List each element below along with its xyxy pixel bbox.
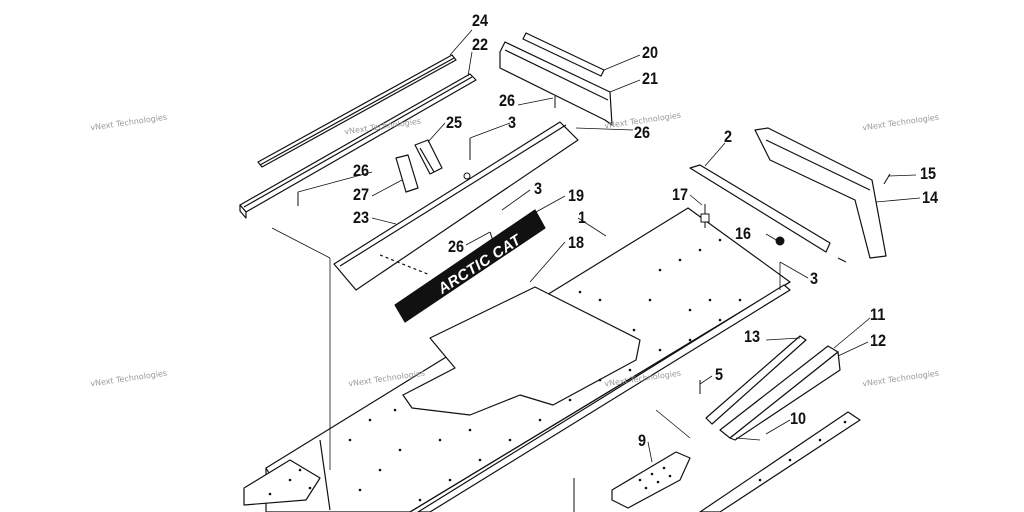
callout-26-c: 26 — [353, 161, 370, 180]
callout-26-b: 26 — [634, 123, 651, 142]
callout-27: 27 — [353, 185, 370, 204]
callout-11: 11 — [870, 305, 886, 324]
callout-14: 14 — [922, 188, 939, 207]
part-22-channel — [239, 73, 477, 219]
callout-13: 13 — [744, 327, 761, 346]
part-19-decal — [394, 209, 546, 323]
callout-10: 10 — [790, 409, 807, 428]
fasteners — [297, 96, 891, 512]
part-27-bracket — [395, 154, 419, 193]
callout-22: 22 — [472, 35, 489, 54]
callout-16: 16 — [735, 224, 752, 243]
left-running-board — [243, 459, 321, 506]
part-20-strip — [522, 32, 605, 77]
part-9-foot-grip — [611, 451, 691, 509]
callout-18: 18 — [568, 233, 585, 252]
leader-lines — [271, 29, 921, 470]
callout-12: 12 — [870, 331, 887, 350]
part-24-rail — [257, 54, 457, 168]
callout-3-a: 3 — [508, 113, 517, 132]
callout-2: 2 — [724, 127, 733, 146]
callout-9: 9 — [638, 431, 647, 450]
part-21-bracket — [499, 41, 613, 126]
callout-1: 1 — [578, 208, 587, 227]
running-board — [699, 411, 861, 512]
callout-17: 17 — [672, 185, 689, 204]
callout-20: 20 — [642, 43, 659, 62]
side-rail — [417, 284, 791, 512]
part-25-bracket — [414, 139, 443, 175]
part-23-support — [333, 121, 579, 291]
callout-21: 21 — [642, 69, 659, 88]
callout-3-c: 3 — [810, 269, 819, 288]
callout-3-b: 3 — [534, 179, 543, 198]
callout-19: 19 — [568, 186, 585, 205]
callout-26-a: 26 — [499, 91, 516, 110]
part-18-mat — [402, 286, 641, 416]
part-11-12-channel — [719, 345, 841, 441]
part-14-frame — [754, 127, 887, 259]
callout-15: 15 — [920, 164, 937, 183]
callout-24: 24 — [472, 11, 489, 30]
callout-25: 25 — [446, 113, 463, 132]
callout-5: 5 — [715, 365, 724, 384]
part-13-channel — [705, 335, 807, 425]
callout-23: 23 — [353, 208, 370, 227]
callout-26-d: 26 — [448, 237, 465, 256]
perforation-dots — [268, 238, 847, 502]
part-2-bar — [689, 164, 831, 253]
